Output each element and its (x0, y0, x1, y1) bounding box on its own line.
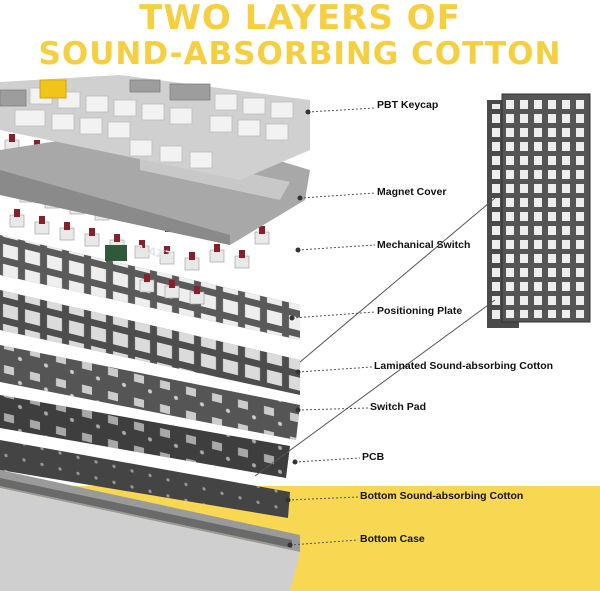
brand-logo: AJAZZ (134, 242, 173, 262)
accent-keycap (39, 79, 67, 99)
label-mechanical-switch: Mechanical Switch (377, 239, 471, 251)
leader-dots (285, 109, 311, 548)
keycaps (0, 75, 310, 180)
label-pcb: PCB (362, 451, 385, 463)
plate-top-view (487, 93, 591, 328)
headline-line-2: SOUND-ABSORBING COTTON (38, 36, 562, 72)
label-magnet-cover: Magnet Cover (377, 186, 447, 198)
label-positioning-plate: Positioning Plate (377, 305, 463, 317)
headline-line-1: TWO LAYERS OF (139, 0, 461, 38)
bottom-case (0, 470, 300, 591)
label-bottom-case: Bottom Case (360, 533, 425, 545)
leader-lines (254, 107, 496, 546)
label-laminated-cotton: Laminated Sound-absorbing Cotton (374, 360, 554, 372)
label-pbt-keycap: PBT Keycap (377, 99, 439, 111)
label-switch-pad: Switch Pad (370, 401, 427, 413)
label-bottom-cotton: Bottom Sound-absorbing Cotton (360, 490, 524, 502)
